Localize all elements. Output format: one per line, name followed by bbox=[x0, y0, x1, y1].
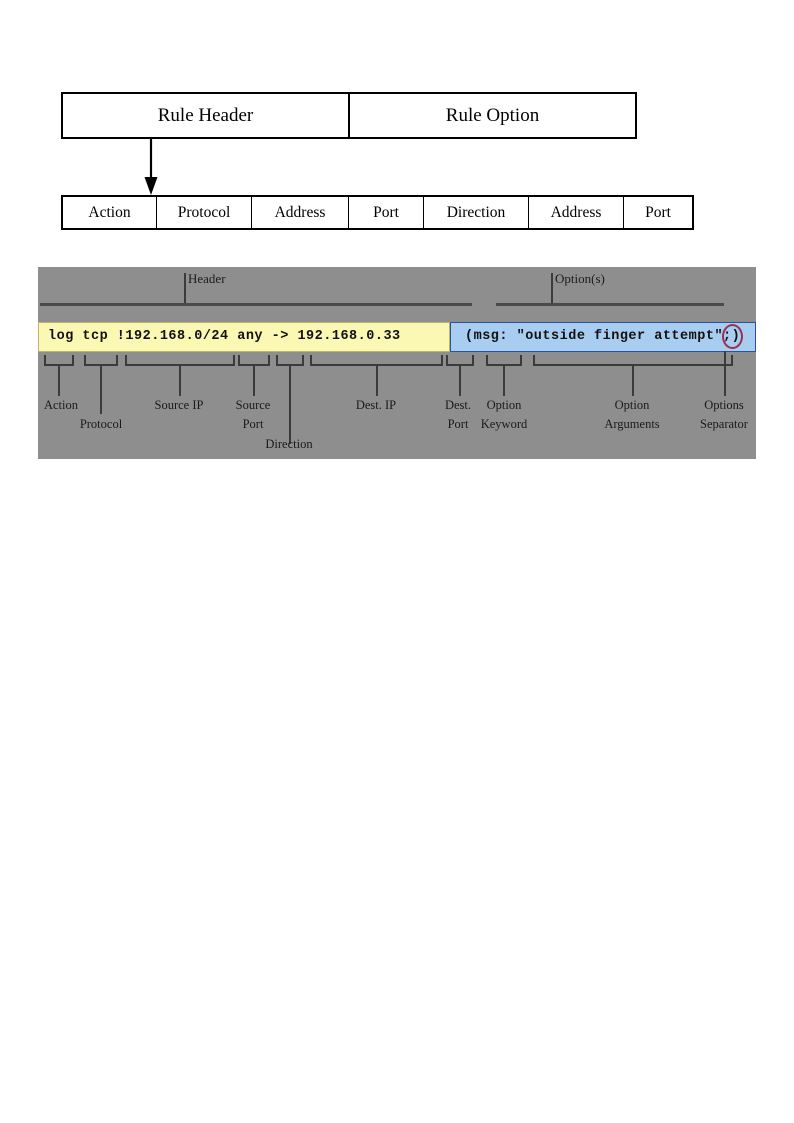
bracket-option-keyword bbox=[486, 355, 522, 366]
bracket-direction bbox=[276, 355, 304, 366]
stem-dest-ip bbox=[376, 366, 378, 396]
callout-dest-port-line1: Dest. bbox=[444, 398, 472, 412]
rule-header-cell: Rule Header bbox=[63, 94, 350, 137]
header-span-rule bbox=[40, 303, 472, 306]
rule-header-code-bar: log tcp !192.168.0/24 any -> 192.168.0.3… bbox=[38, 322, 450, 352]
callout-options-separator-line2: Separator bbox=[700, 417, 748, 431]
stem-direction bbox=[289, 366, 291, 444]
callout-dest-ip: Dest. IP bbox=[355, 398, 397, 412]
callout-option-arguments-line1: Option bbox=[614, 398, 650, 412]
callout-dest-port-line2: Port bbox=[447, 417, 469, 431]
options-span-rule bbox=[496, 303, 724, 306]
part-port-dest: Port bbox=[645, 203, 671, 221]
callout-source-port-line1: Source bbox=[235, 398, 271, 412]
callout-options-separator-line1: Options bbox=[704, 398, 744, 412]
stem-options-separator bbox=[724, 351, 726, 396]
rule-option-code-bar: (msg: "outside finger attempt";) bbox=[450, 322, 756, 352]
header-label-tick bbox=[184, 273, 186, 306]
bracket-action bbox=[44, 355, 74, 366]
bracket-source-ip bbox=[125, 355, 235, 366]
part-action: Action bbox=[63, 197, 157, 228]
part-address-dest: Address bbox=[529, 197, 624, 228]
callout-protocol: Protocol bbox=[79, 417, 123, 431]
callout-option-keyword-line1: Option bbox=[486, 398, 522, 412]
rule-option-cell: Rule Option bbox=[445, 104, 540, 126]
stem-option-keyword bbox=[503, 366, 505, 396]
options-label-tick bbox=[551, 273, 553, 306]
callout-option-arguments-line2: Arguments bbox=[604, 417, 660, 431]
rule-option-code-text: (msg: "outside finger attempt";) bbox=[465, 329, 741, 344]
stem-protocol bbox=[100, 366, 102, 414]
stem-source-ip bbox=[179, 366, 181, 396]
callout-source-port-line2: Port bbox=[242, 417, 264, 431]
down-arrow-icon bbox=[144, 139, 158, 195]
part-port-source: Port bbox=[349, 197, 424, 228]
section-label-options: Option(s) bbox=[555, 271, 605, 286]
bracket-source-port bbox=[238, 355, 270, 366]
part-protocol: Protocol bbox=[157, 197, 252, 228]
callout-option-keyword-line2: Keyword bbox=[480, 417, 528, 431]
stem-dest-port bbox=[459, 366, 461, 396]
rule-header-code-text: log tcp !192.168.0/24 any -> 192.168.0.3… bbox=[48, 329, 401, 344]
stem-option-arguments bbox=[632, 366, 634, 396]
rule-structure-table: Rule Header Rule Option bbox=[61, 92, 637, 139]
rule-header-parts-table: Action Protocol Address Port Direction A… bbox=[61, 195, 694, 230]
part-direction: Direction bbox=[424, 197, 529, 228]
bracket-dest-port bbox=[446, 355, 474, 366]
bracket-dest-ip bbox=[310, 355, 443, 366]
section-label-header: Header bbox=[188, 271, 226, 286]
callout-direction: Direction bbox=[265, 437, 313, 451]
stem-action bbox=[58, 366, 60, 396]
stem-source-port bbox=[253, 366, 255, 396]
part-address-source: Address bbox=[252, 197, 349, 228]
options-separator-highlight-circle bbox=[722, 324, 743, 349]
bracket-protocol bbox=[84, 355, 118, 366]
annotated-snort-rule-figure: Header Option(s) log tcp !192.168.0/24 a… bbox=[38, 267, 756, 459]
callout-action: Action bbox=[43, 398, 79, 412]
bracket-option-arguments bbox=[533, 355, 733, 366]
callout-source-ip: Source IP bbox=[154, 398, 204, 412]
